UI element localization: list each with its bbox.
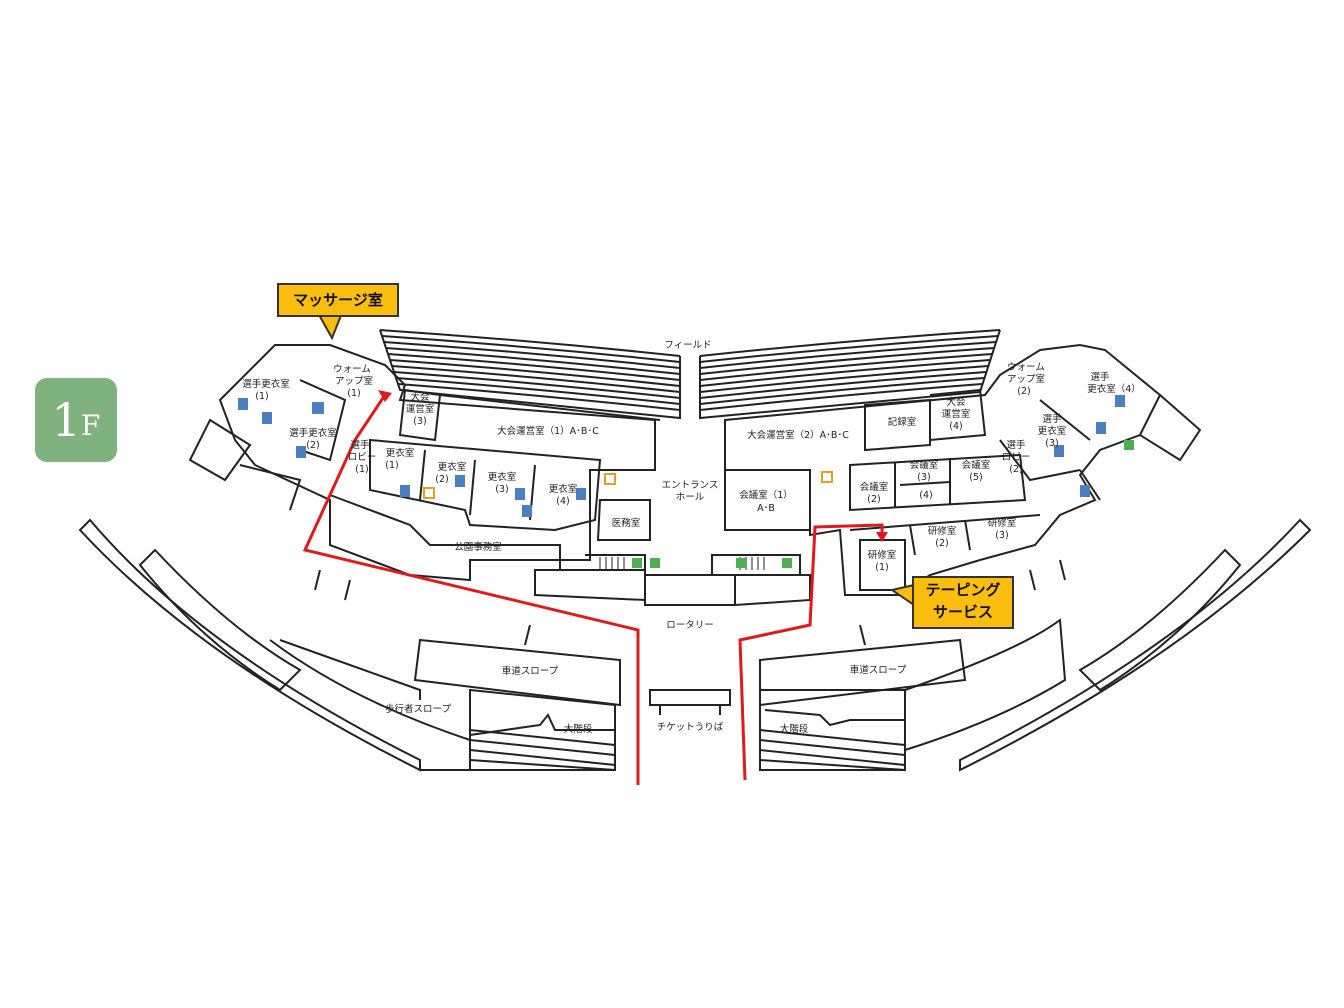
label-ops-room-4-l2: 運営室 bbox=[942, 408, 971, 420]
label-player-locker-1-l2: (1) bbox=[255, 391, 268, 402]
label-warmup-1-l3: (1) bbox=[347, 388, 360, 399]
label-grand-stairs-left: 大階段 bbox=[564, 723, 593, 735]
label-player-locker-3-l2: 更衣室 bbox=[1038, 425, 1067, 437]
floor-number: 1 bbox=[51, 393, 81, 447]
label-meeting-1-l2: A･B bbox=[757, 503, 775, 514]
label-ops-room-3-l2: 運営室 bbox=[406, 403, 435, 415]
label-player-locker-3-l3: (3) bbox=[1045, 438, 1058, 449]
label-warmup-1: ウォーム bbox=[333, 364, 371, 375]
outer-ring-left bbox=[78, 518, 421, 772]
label-player-locker-2: 選手更衣室 bbox=[289, 427, 337, 439]
outer-ring-right bbox=[959, 518, 1312, 772]
label-locker-1: 更衣室 bbox=[386, 447, 415, 459]
taping-service-callout: テーピング サービス bbox=[912, 576, 1014, 629]
label-entrance-l2: ホール bbox=[676, 492, 705, 503]
label-warmup-2-l3: (2) bbox=[1017, 386, 1030, 397]
taping-callout-line2: サービス bbox=[932, 603, 993, 621]
label-locker-3: 更衣室 bbox=[488, 471, 517, 483]
label-ops-room-1: 大会運営室（1）A･B･C bbox=[497, 425, 599, 437]
label-player-lobby-1: 選手 bbox=[350, 439, 370, 451]
label-field: フィールド bbox=[664, 340, 711, 351]
label-training-3-l2: (3) bbox=[995, 530, 1008, 541]
label-meeting-1: 会議室（1） bbox=[739, 489, 793, 501]
massage-room-callout-text: マッサージ室 bbox=[293, 291, 383, 309]
route-to-massage bbox=[302, 394, 640, 785]
label-training-3: 研修室 bbox=[988, 517, 1017, 529]
label-locker-2: 更衣室 bbox=[438, 461, 467, 473]
label-player-lobby-1-l3: (1) bbox=[355, 464, 368, 475]
label-meeting-2-l2: (2) bbox=[867, 494, 880, 505]
right-wing-outline bbox=[724, 343, 1162, 596]
label-player-locker-3: 選手 bbox=[1042, 413, 1062, 425]
label-player-locker-4-l2: 更衣室（4） bbox=[1087, 383, 1141, 395]
seating-left bbox=[379, 329, 681, 420]
label-meeting-2: 会議室 bbox=[860, 481, 889, 493]
label-locker-1-l2: (1) bbox=[385, 460, 398, 471]
left-wing-outline bbox=[218, 344, 656, 582]
label-ops-room-4: 大会 bbox=[946, 396, 966, 408]
route-arrow-massage bbox=[378, 390, 392, 402]
label-public-office: 公園事務室 bbox=[454, 541, 502, 553]
label-record-room: 記録室 bbox=[888, 416, 917, 428]
label-player-locker-4: 選手 bbox=[1090, 371, 1110, 383]
label-training-1-l2: (1) bbox=[875, 562, 888, 573]
label-entrance: エントランス bbox=[662, 480, 719, 491]
label-player-lobby-2-l2: ロビー bbox=[1002, 452, 1031, 463]
label-training-2-l2: (2) bbox=[935, 538, 948, 549]
label-grand-stairs-right: 大階段 bbox=[780, 723, 809, 735]
label-ticket-booth: チケットうりば bbox=[657, 722, 724, 733]
label-meeting-5: 会議室 bbox=[962, 459, 991, 471]
label-meeting-3-l2: (3) bbox=[917, 472, 930, 483]
label-training-2: 研修室 bbox=[928, 525, 957, 537]
label-ops-room-4-l3: (4) bbox=[949, 421, 962, 432]
seating-right bbox=[699, 329, 1001, 420]
label-warmup-1-l2: アップ室 bbox=[335, 375, 373, 387]
label-car-slope-left: 車道スロープ bbox=[502, 665, 559, 677]
label-ops-room-3: 大会 bbox=[410, 391, 430, 403]
label-meeting-5-l2: (5) bbox=[969, 472, 982, 483]
floor-unit: F bbox=[80, 409, 101, 442]
label-meeting-3: 会議室 bbox=[910, 459, 939, 471]
label-car-slope-right: 車道スロープ bbox=[850, 664, 907, 676]
label-warmup-2-l2: アップ室 bbox=[1007, 373, 1045, 385]
massage-room-callout: マッサージ室 bbox=[277, 283, 399, 317]
restroom-markers bbox=[238, 395, 1134, 568]
route-to-taping bbox=[738, 523, 884, 781]
label-ops-room-3-l3: (3) bbox=[413, 416, 426, 427]
floor-badge: 1 F bbox=[35, 378, 117, 462]
label-medical-room: 医務室 bbox=[612, 517, 641, 529]
label-warmup-2: ウォーム bbox=[1007, 362, 1045, 373]
taping-callout-line1: テーピング bbox=[925, 581, 1001, 599]
label-player-lobby-1-l2: ロビー bbox=[348, 452, 377, 463]
label-locker-4-l2: (4) bbox=[556, 496, 569, 507]
label-meeting-4: (4) bbox=[919, 490, 932, 501]
label-player-lobby-2: 選手 bbox=[1006, 439, 1026, 451]
label-rotary: ロータリー bbox=[666, 620, 714, 631]
label-locker-3-l2: (3) bbox=[495, 484, 508, 495]
label-player-locker-2-l2: (2) bbox=[306, 440, 319, 451]
route-arrow-taping bbox=[876, 532, 888, 542]
label-locker-2-l2: (2) bbox=[435, 474, 448, 485]
label-training-1: 研修室 bbox=[868, 549, 897, 561]
label-player-lobby-2-l3: (2) bbox=[1009, 464, 1022, 475]
label-locker-4: 更衣室 bbox=[549, 483, 578, 495]
label-ops-room-2: 大会運営室（2）A･B･C bbox=[747, 429, 849, 441]
guide-routes bbox=[302, 394, 884, 785]
label-pedestrian-slope: 歩行者スロープ bbox=[385, 703, 451, 715]
label-player-locker-1: 選手更衣室 bbox=[242, 378, 290, 390]
